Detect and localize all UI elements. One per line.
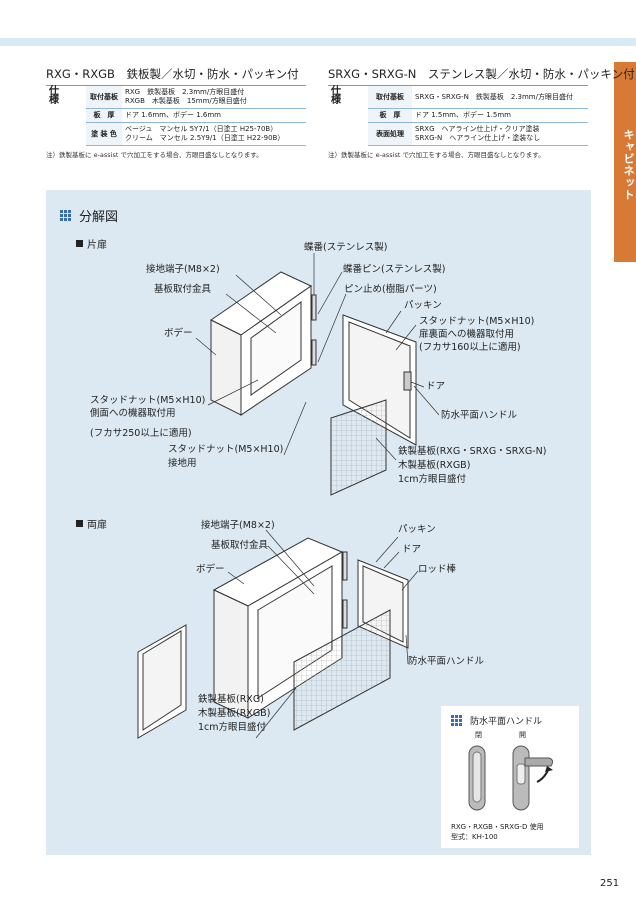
label-stud-ground: スタッドナット(M5×H10) (168, 444, 284, 455)
label-handle: 防水平面ハンドル (441, 410, 518, 421)
label-plate-wood: 木製基板(RXGB) (398, 460, 471, 471)
spec-line: RXG 鉄製基板 2.3mm/方眼目盛付 (125, 88, 245, 96)
label-plate-grid: 1cm方眼目盛付 (398, 474, 467, 485)
label-stud-side-note: (フカサ250以上に適用) (90, 428, 192, 439)
single-plate (330, 399, 387, 496)
spec-line: SRXG ヘアライン仕上げ・クリア塗装 (415, 125, 540, 133)
label-plate-grid: 1cm方眼目盛付 (198, 722, 267, 733)
spec-label: 取付基板 (368, 86, 412, 109)
label-closed: 閉 (475, 731, 482, 739)
spec-label: 塗 装 色 (86, 122, 122, 146)
label-ground-terminal: 接地端子(M8×2) (146, 264, 220, 275)
grid-icon (451, 715, 462, 726)
inset-model: 型式：KH-100 (451, 833, 498, 841)
label-door: ドア (426, 381, 446, 392)
heading-text: 片扉 (87, 240, 107, 251)
spec-label: 取付基板 (86, 86, 122, 109)
label-ground-terminal: 接地端子(M8×2) (201, 520, 275, 531)
left-spec-title: RXG・RXGB 鉄板製／水切・防水・パッキン付 (46, 67, 299, 81)
inset-usage: RXG・RXGB・SRXG-D 使用 (451, 823, 544, 831)
page-number: 251 (600, 878, 620, 889)
right-spec-block: SRXG・SRXG-N ステンレス製／水切・防水・パッキン付 仕 様 取付基板 … (328, 66, 635, 159)
spec-label: 板 厚 (368, 108, 412, 123)
spec-line: RXGB 木製基板 15mm/方眼目盛付 (125, 97, 247, 105)
single-door-heading: 片扉 (76, 236, 107, 251)
spec-label: 板 厚 (86, 108, 122, 123)
label-plate-steel: 鉄製基板(RXG) (198, 694, 264, 705)
inset-title-text: 防水平面ハンドル (470, 717, 543, 727)
spec-value: ドア 1.5mm、ボデー 1.5mm (412, 108, 588, 123)
left-spec-block: RXG・RXGB 鉄板製／水切・防水・パッキン付 仕 様 取付基板 RXG 鉄製… (46, 66, 306, 159)
single-body (210, 271, 312, 416)
grid-icon (60, 210, 71, 221)
leader-lines (195, 253, 440, 739)
handle-illustration (468, 745, 554, 811)
double-body (212, 537, 344, 719)
exploded-view-panel: 分解図 (46, 190, 591, 855)
spec-header: 仕 様 (331, 86, 357, 106)
label-mount-bracket: 基板取付金具 (154, 284, 212, 295)
label-handle: 防水平面ハンドル (408, 656, 485, 667)
double-left-door (137, 624, 187, 739)
spec-value: ドア 1.6mm、ボデー 1.6mm (122, 108, 306, 123)
single-hinges (311, 294, 317, 366)
label-stud-side: スタッドナット(M5×H10) (90, 395, 206, 406)
label-body: ボデー (164, 328, 193, 339)
spec-line: クリーム マンセル 2.5Y9/1（日塗工 H22-90B） (125, 134, 285, 142)
left-spec-note: 注）鉄製基板に e-assist で穴加工をする場合、方眼目盛なしとなります。 (46, 151, 263, 159)
spec-label: 表面処理 (368, 122, 412, 146)
spec-value: ベージュ マンセル 5Y7/1（日塗工 H25-70B）クリーム マンセル 2.… (122, 122, 306, 146)
top-color-band (0, 38, 636, 46)
label-mount-bracket: 基板取付金具 (211, 540, 269, 551)
spec-line: SRXG-N ヘアライン仕上げ・塗装なし (415, 134, 541, 142)
inset-title: 防水平面ハンドル (451, 714, 542, 727)
label-packing: パッキン (398, 524, 436, 535)
double-plate (293, 609, 391, 731)
spec-value: SRXG・SRXG-N 鉄製基板 2.3mm/方眼目盛付 (412, 86, 588, 109)
right-spec-title: SRXG・SRXG-N ステンレス製／水切・防水・パッキン付 (328, 67, 635, 81)
label-door: ドア (402, 544, 422, 555)
heading-text: 両扉 (87, 520, 107, 531)
spec-line: ベージュ マンセル 5Y7/1（日塗工 H25-70B） (125, 125, 278, 133)
label-plate-steel: 鉄製基板(RXG・SRXG・SRXG-N) (398, 446, 547, 457)
section-side-tab: キャビネット (614, 62, 636, 262)
label-open: 開 (519, 731, 526, 739)
label-stud-ground-use: 接地用 (168, 458, 197, 469)
label-stud-door-use: 扉裏面への機器取付用 (419, 329, 515, 340)
double-door-heading: 両扉 (76, 516, 107, 531)
label-hinge-pin: 蝶番ピン(ステンレス製) (343, 264, 446, 275)
label-rod: ロッド棒 (418, 564, 457, 575)
right-spec-note: 注）鉄製基板に e-assist で穴加工をする場合、方眼目盛なしとなります。 (328, 151, 545, 159)
label-plate-wood: 木製基板(RXGB) (198, 708, 271, 719)
exploded-diagram (137, 253, 440, 739)
panel-title: 分解図 (60, 206, 118, 225)
handle-inset: 防水平面ハンドル 閉 開 RXG・RXGB・SRXG-D 使用 型式：KH-10… (441, 706, 579, 848)
label-stud-side-use: 側面への機器取付用 (90, 408, 176, 419)
right-spec-table: 仕 様 取付基板 SRXG・SRXG-N 鉄製基板 2.3mm/方眼目盛付 板 … (328, 86, 588, 146)
label-body: ボデー (196, 564, 225, 575)
label-packing: パッキン (404, 300, 442, 311)
label-stud-door: スタッドナット(M5×H10) (419, 316, 535, 327)
double-hinges (342, 551, 348, 629)
panel-title-text: 分解図 (79, 210, 119, 225)
label-pin-stop: ピン止め(樹脂パーツ) (344, 284, 437, 295)
label-hinge: 蝶番(ステンレス製) (304, 242, 388, 253)
label-stud-door-note: (フカサ160以上に適用) (419, 342, 521, 353)
spec-header: 仕 様 (49, 86, 75, 106)
